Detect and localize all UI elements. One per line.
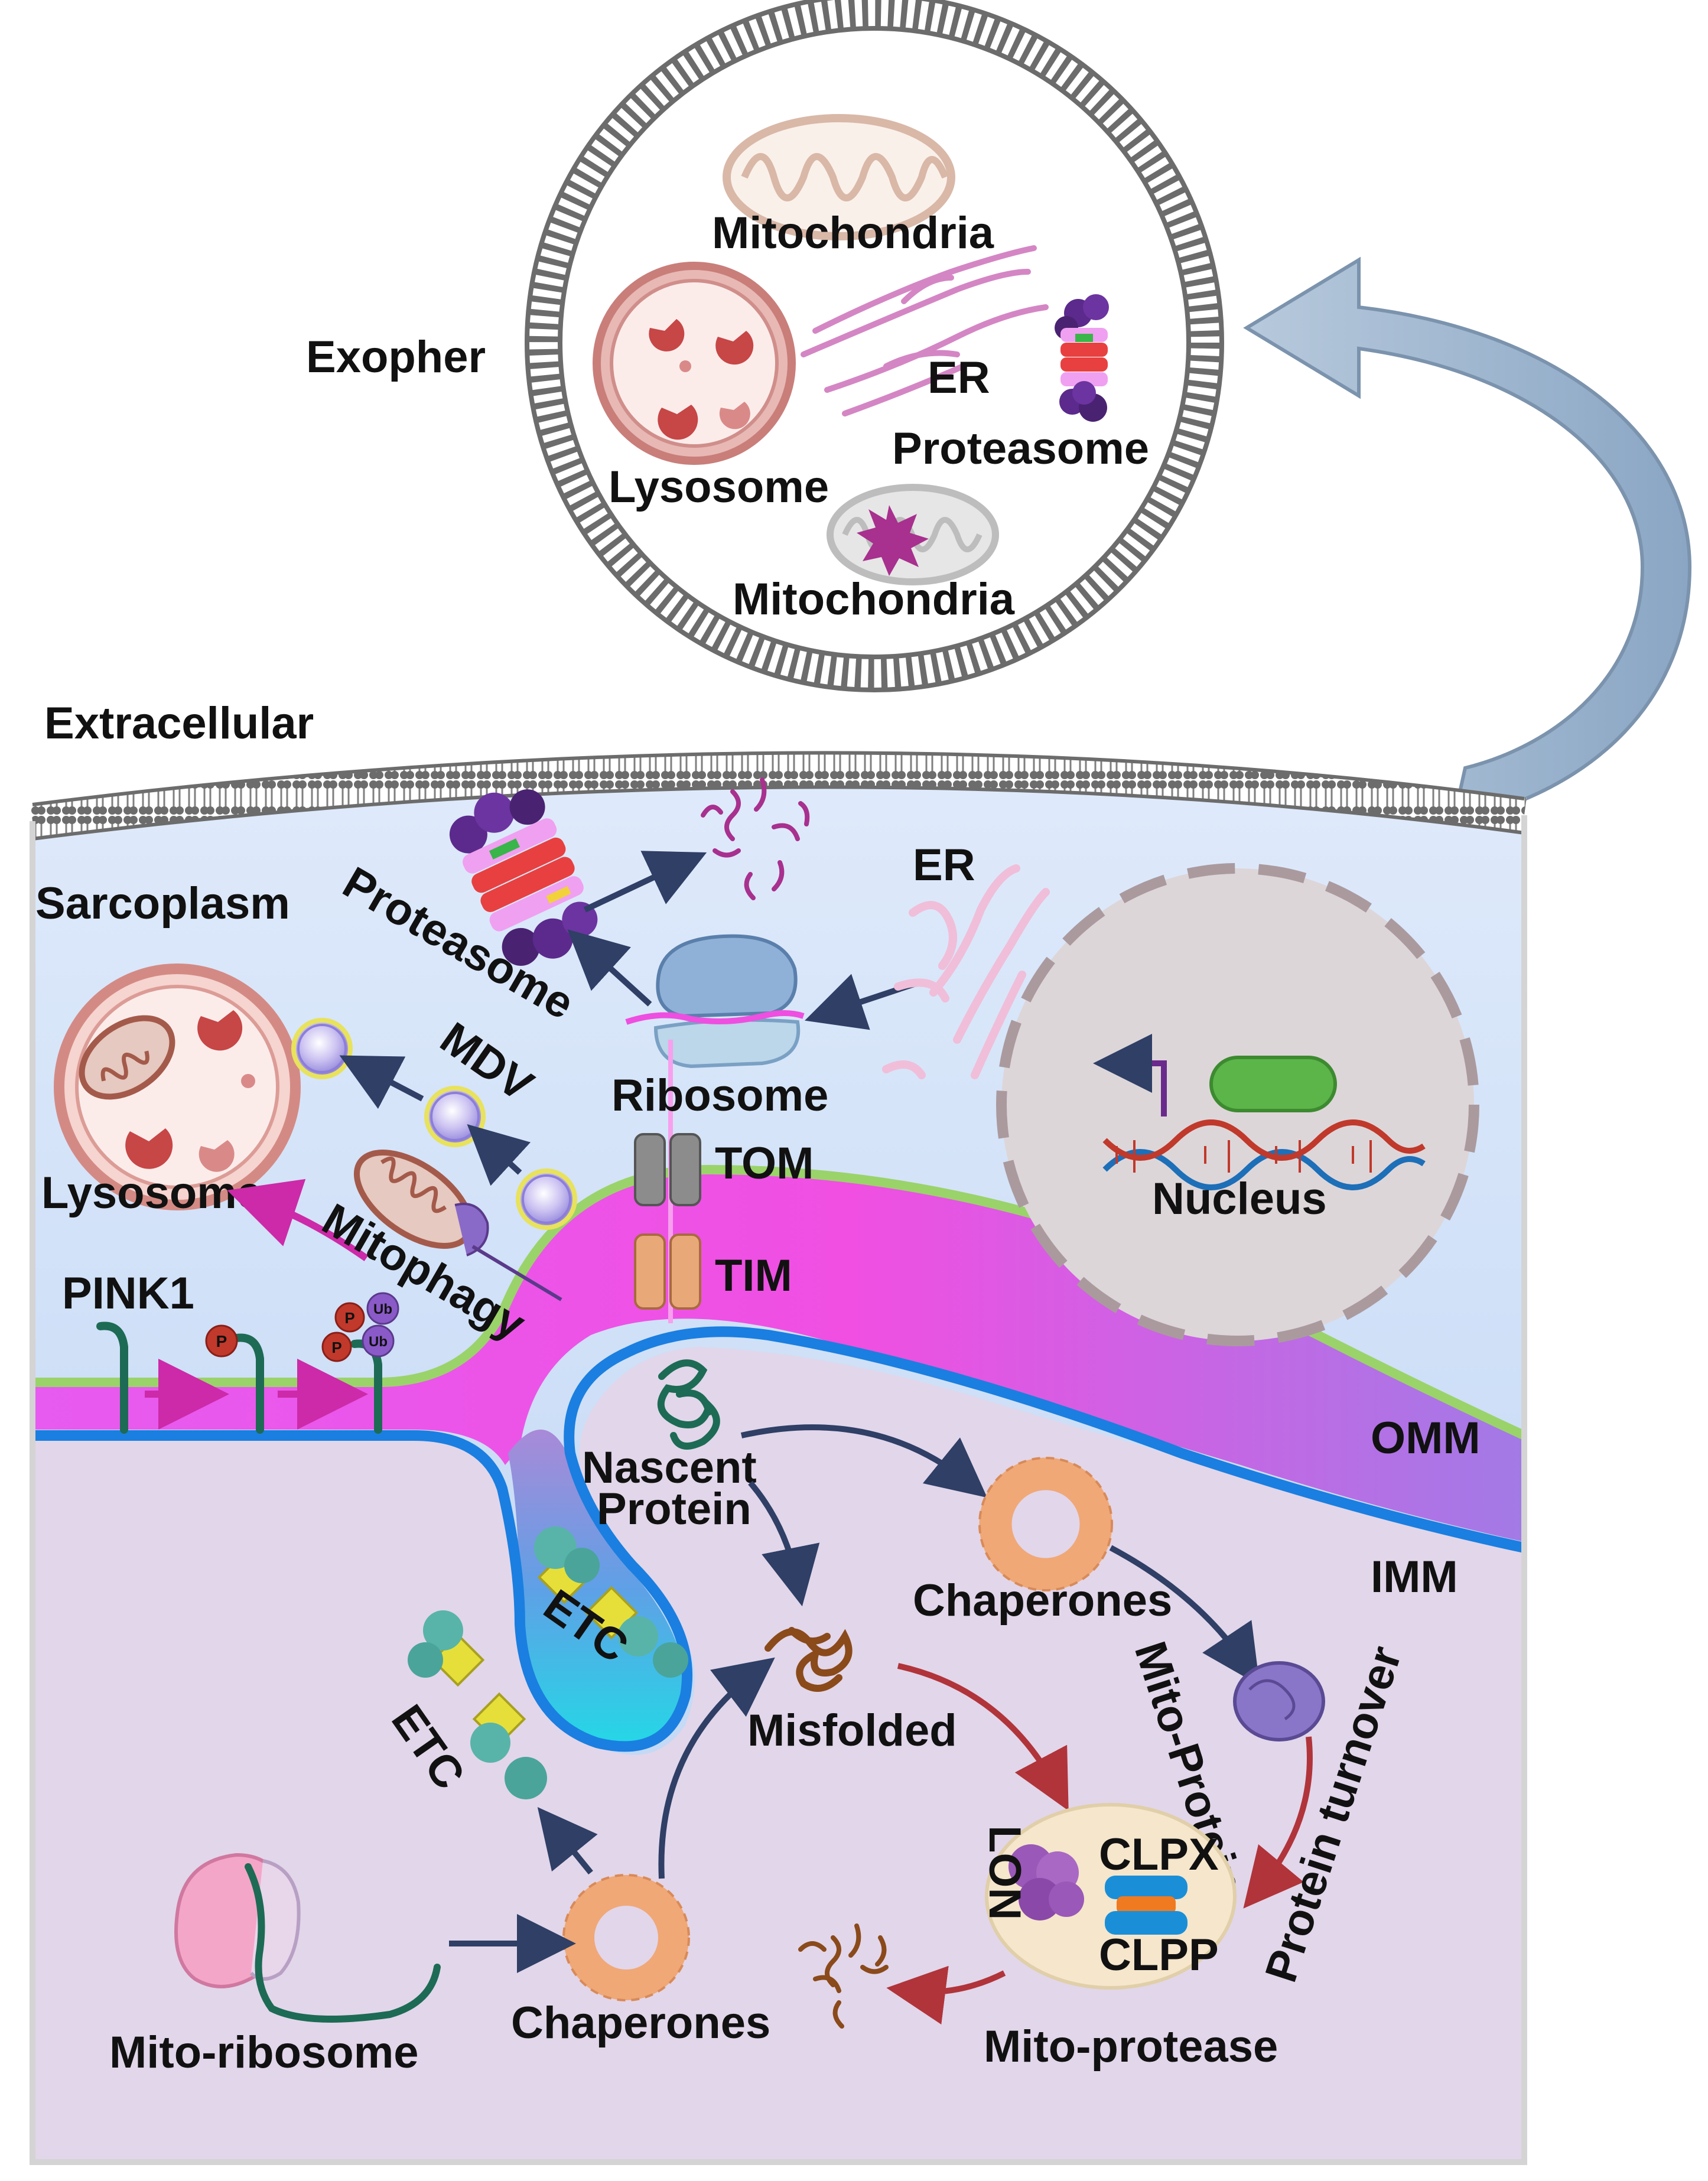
misfolded-to-protease-arrow — [897, 1663, 1069, 1811]
svg-text:Ub: Ub — [373, 1301, 392, 1317]
autolysosome-icon — [54, 963, 301, 1210]
mdv-vesicle-icon — [424, 1086, 486, 1147]
mdv-vesicle-icon — [291, 1018, 353, 1079]
mitochondrion-damaged-icon — [827, 484, 999, 585]
plasma-membrane — [30, 751, 1527, 839]
pink1-label: PINK1 — [62, 1268, 194, 1319]
er-icon — [882, 864, 1050, 1079]
degraded-peptides-icon — [798, 1923, 889, 2029]
mito-ribosome-label: Mito-ribosome — [109, 2027, 419, 2078]
ribosome-label: Ribosome — [611, 1070, 828, 1121]
mito-ribosome-icon — [174, 1853, 441, 2023]
exopher-membrane — [525, 0, 1224, 692]
tim-complex-icon — [634, 1233, 701, 1310]
chaperones-to-etc-arrow — [537, 1806, 598, 1875]
lysosome-label: Lysosome — [41, 1168, 262, 1218]
exopher: Exopher Mitochondria Lysosome ER Proteas… — [306, 0, 1224, 692]
nucleus-icon — [996, 863, 1479, 1346]
extracellular-label: Extracellular — [44, 698, 314, 748]
chaperones-upper-label: Chaperones — [913, 1575, 1172, 1626]
misfolded-protein-icon — [764, 1627, 853, 1692]
protease-to-peptides-arrow — [886, 1965, 1006, 2025]
mito-protein-icon — [1233, 1661, 1325, 1741]
phosphate-badge: P — [334, 1302, 365, 1333]
etc-complex-icon — [408, 1610, 547, 1799]
cell-frame — [30, 815, 1527, 2165]
degraded-peptides-icon — [701, 777, 810, 900]
exopher-proteasome-label: Proteasome — [892, 424, 1149, 474]
chaperone-icon — [978, 1457, 1113, 1591]
proteasome-to-peptides-arrow — [583, 851, 707, 913]
mdv-arrow-1 — [339, 1055, 424, 1109]
exopher-lysosome-label: Lysosome — [609, 462, 829, 512]
phosphate-badge: P — [321, 1332, 352, 1362]
exopher-label: Exopher — [306, 332, 486, 382]
mitochondrion-healthy-icon — [723, 114, 955, 240]
exopher-er-label: ER — [928, 353, 990, 403]
clpx-label: CLPX — [1099, 1830, 1219, 1880]
nascent-to-misfolded-arrow — [748, 1480, 820, 1607]
etc-complex-icon — [534, 1526, 688, 1678]
mitophagy-arrow — [227, 1179, 369, 1261]
sarcoplasm-label: Sarcoplasm — [35, 878, 290, 929]
tim-label: TIM — [715, 1251, 792, 1301]
svg-text:P: P — [344, 1309, 354, 1327]
tom-complex-icon — [634, 1133, 701, 1206]
proteasome-icon — [449, 789, 598, 966]
exopher-mitochondria-top-label: Mitochondria — [712, 208, 994, 258]
mito-protease-icon — [985, 1803, 1237, 1990]
svg-text:P: P — [331, 1339, 341, 1356]
misfolded-label: Misfolded — [747, 1705, 957, 1756]
phosphate-badge: P — [205, 1324, 238, 1358]
proteasome-icon — [1055, 294, 1109, 422]
ubiquitin-badge: Ub — [362, 1324, 395, 1358]
imm-label: IMM — [1371, 1552, 1458, 1602]
mdv-arrow-2 — [467, 1124, 531, 1186]
chaperones-to-mitoprotein-arrow — [1109, 1545, 1260, 1686]
chaperone-icon — [562, 1874, 690, 2001]
lysosome-icon — [593, 262, 796, 465]
er-icon — [801, 245, 1049, 416]
ubiquitin-badge: Ub — [366, 1292, 399, 1325]
er-label: ER — [913, 840, 975, 890]
svg-text:P: P — [216, 1332, 227, 1350]
mdv-vesicle-icon — [516, 1168, 577, 1230]
crista-lumen — [508, 1430, 685, 1746]
nascent-protein-icon — [657, 1359, 720, 1450]
lon-label: LON — [980, 1825, 1030, 1920]
exopher-release-arrow — [1243, 256, 1692, 823]
inner-mitochondrial-membrane — [32, 1326, 1525, 1752]
mito-protease-label: Mito-protease — [984, 2022, 1278, 2072]
ribosome-to-proteasome-arrow — [567, 929, 652, 1007]
chaperones-to-misfolded-arrow — [658, 1657, 775, 1879]
nucleus-label: Nucleus — [1152, 1174, 1327, 1224]
mitoprotein-to-protease-arrow — [1243, 1736, 1313, 1909]
clpp-label: CLPP — [1099, 1930, 1219, 1980]
chaperones-lower-label: Chaperones — [511, 1998, 770, 2048]
exopher-mitochondria-bottom-label: Mitochondria — [733, 574, 1015, 624]
nascent-protein-label-line1: Nascent — [582, 1443, 757, 1493]
tom-label: TOM — [715, 1138, 814, 1189]
omm-label: OMM — [1371, 1413, 1481, 1463]
nascent-protein-label-line2: Protein — [597, 1484, 751, 1534]
nascent-to-chaperones-arrow — [740, 1424, 988, 1498]
svg-text:Ub: Ub — [369, 1334, 388, 1350]
